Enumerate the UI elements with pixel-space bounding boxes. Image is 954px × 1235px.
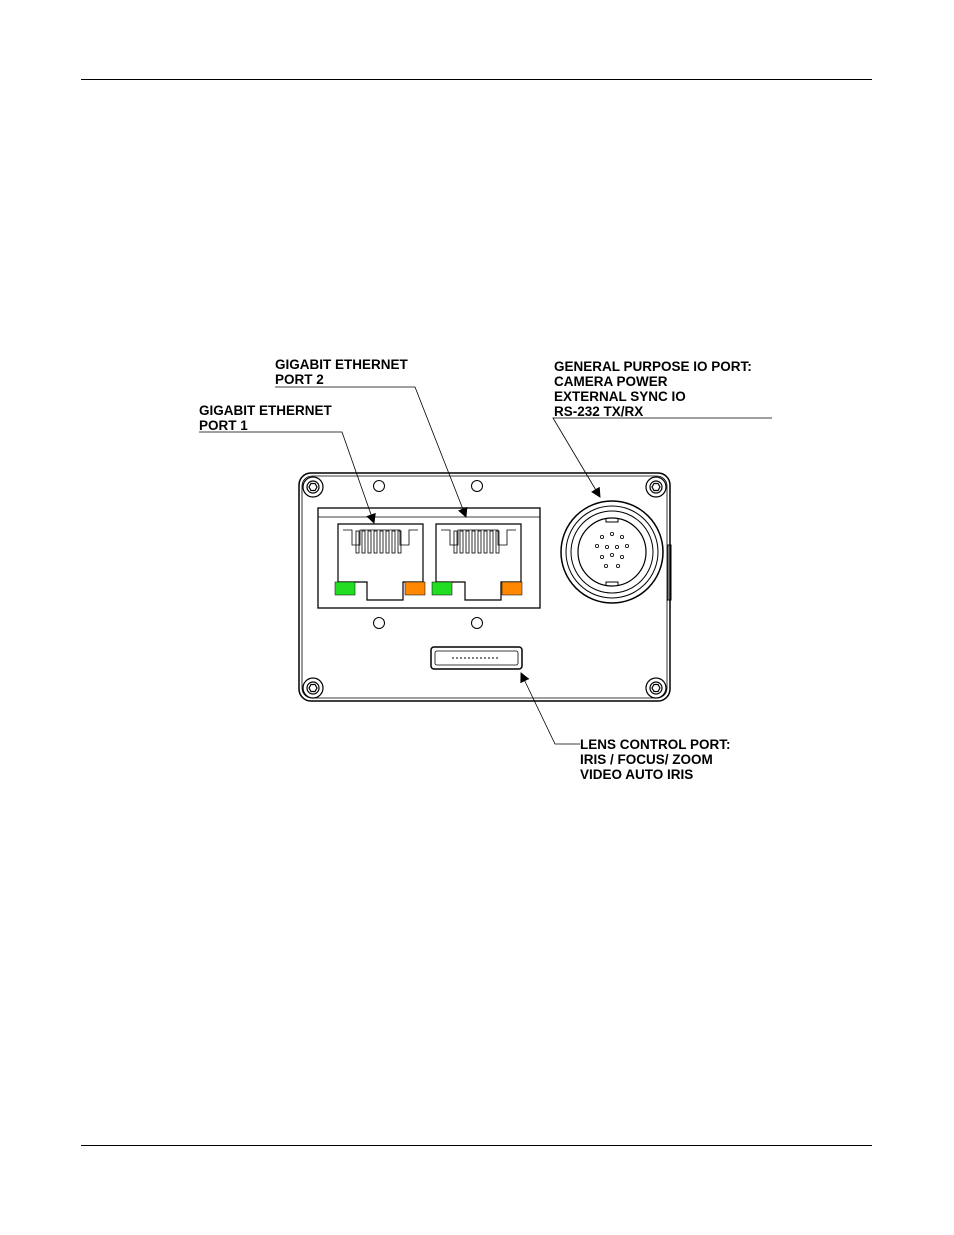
- rj45-pin: [356, 531, 359, 553]
- connector-outer-ring: [561, 501, 663, 603]
- rj45-pin: [460, 531, 463, 553]
- status-leds: [335, 582, 522, 595]
- activity-led-port-1: [405, 582, 425, 595]
- screw-icon: [646, 678, 666, 698]
- connector-pin: [616, 564, 619, 567]
- hole-icon: [374, 481, 385, 492]
- rj45-pins: [356, 531, 401, 553]
- rj45-pin: [374, 531, 377, 553]
- rj45-pin: [368, 531, 371, 553]
- gpio-connector: [561, 501, 663, 603]
- connector-pin: [600, 535, 603, 538]
- connector-ring: [566, 506, 658, 598]
- rj45-pin: [454, 531, 457, 553]
- link-led-port-1: [335, 582, 355, 595]
- connector-pin: [610, 553, 613, 556]
- rj45-pins: [454, 531, 499, 553]
- connector-pin: [604, 564, 607, 567]
- connector-pin: [620, 535, 623, 538]
- lens-control-connector: [431, 647, 522, 669]
- rj45-pin: [392, 531, 395, 553]
- leader-ethernet-port-1: [199, 432, 374, 523]
- connector-pin: [595, 544, 598, 547]
- hole-icon: [472, 481, 483, 492]
- leader-gpio-port: [553, 418, 772, 497]
- connector-pin: [625, 544, 628, 547]
- connector-pin: [605, 545, 608, 548]
- connector-pin: [620, 555, 623, 558]
- leader-lens-control-port: [521, 673, 580, 744]
- connector-pin: [615, 545, 618, 548]
- rj45-pin: [484, 531, 487, 553]
- screw-icon: [303, 678, 323, 698]
- hole-icon: [472, 618, 483, 629]
- screw-icon: [303, 477, 323, 497]
- connector-ring: [571, 511, 653, 593]
- link-led-port-2: [432, 582, 452, 595]
- connector-pins: [595, 532, 628, 567]
- rj45-pin: [496, 531, 499, 553]
- mounting-holes: [374, 481, 483, 629]
- connector-face: [578, 518, 646, 586]
- connector-pin: [610, 532, 613, 535]
- rj45-pin: [386, 531, 389, 553]
- leader-lines: [199, 387, 772, 744]
- leader-ethernet-port-2: [275, 387, 466, 517]
- rj45-pin: [472, 531, 475, 553]
- rj45-pin: [466, 531, 469, 553]
- connector-pin: [600, 555, 603, 558]
- hole-icon: [374, 618, 385, 629]
- rj45-pin: [380, 531, 383, 553]
- rj45-pin: [398, 531, 401, 553]
- rj45-pin: [490, 531, 493, 553]
- screw-icon: [646, 477, 666, 497]
- activity-led-port-2: [502, 582, 522, 595]
- rj45-pin: [478, 531, 481, 553]
- rj45-pin: [362, 531, 365, 553]
